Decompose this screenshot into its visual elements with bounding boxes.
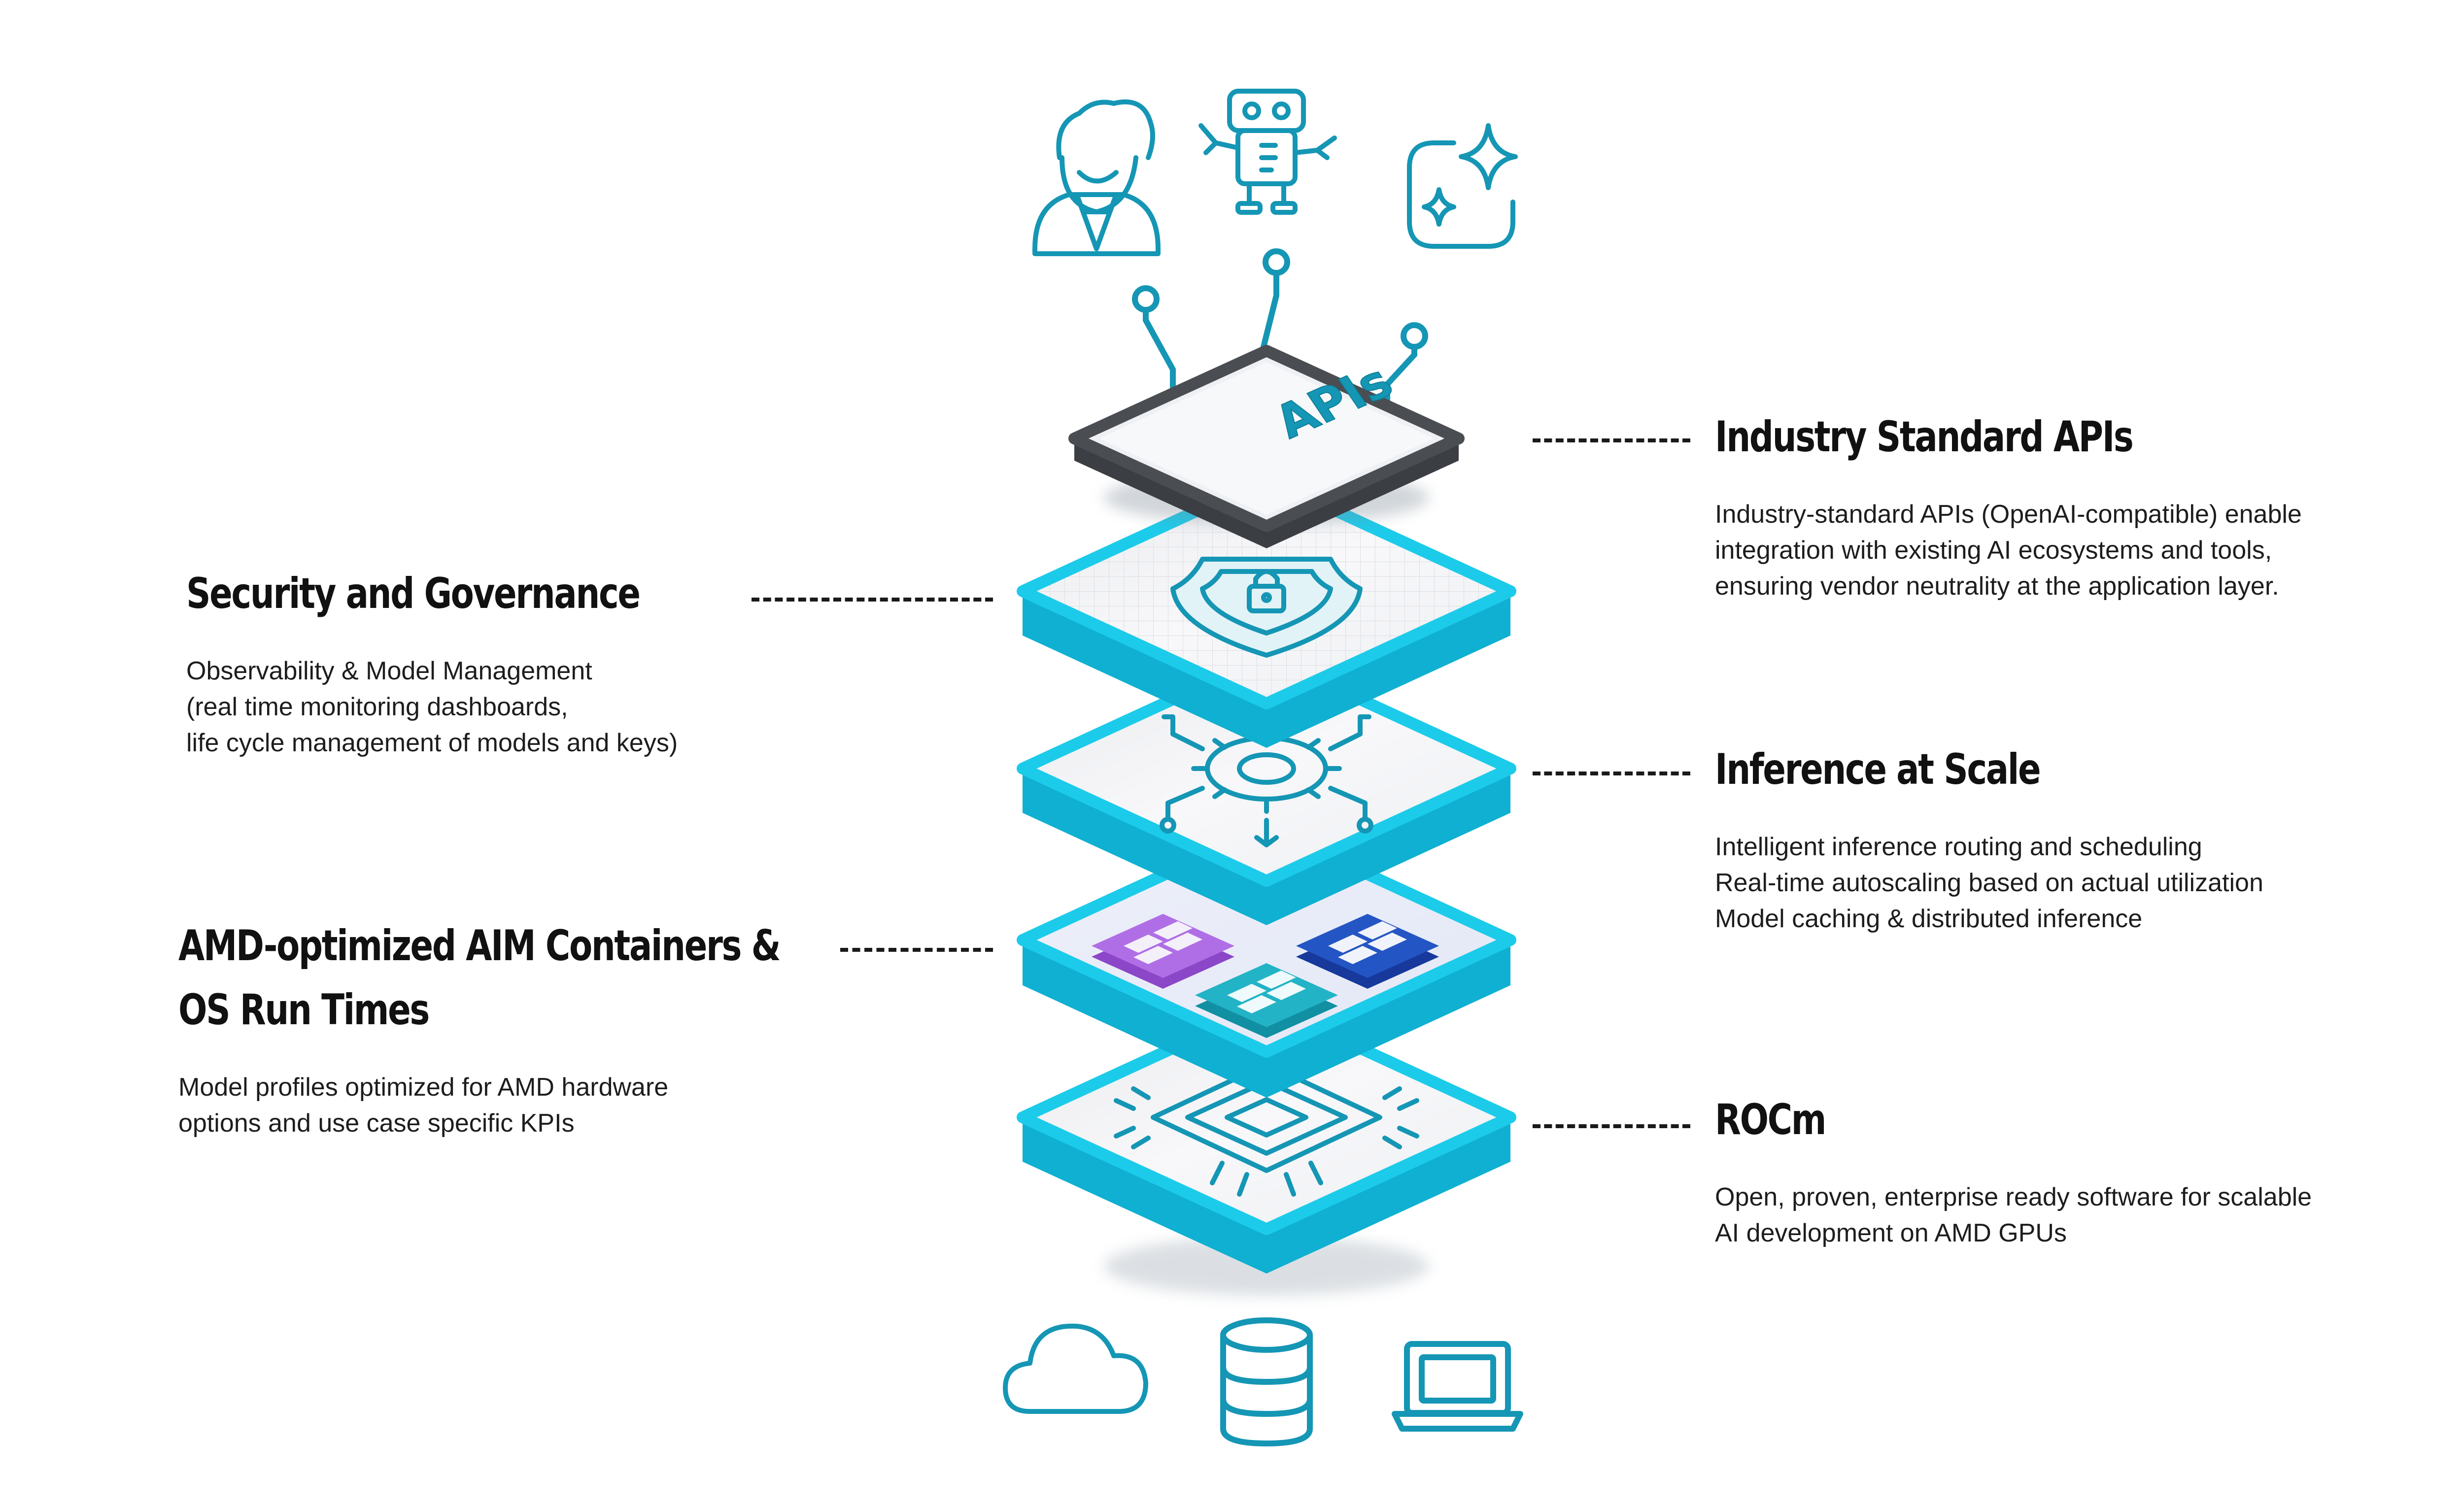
aim-title-line-2: OS Run Times bbox=[178, 985, 430, 1035]
rocm-title: ROCm bbox=[1715, 1095, 1826, 1144]
rocm-connector-line bbox=[1533, 1124, 1690, 1128]
rocm-line-1: Open, proven, enterprise ready software … bbox=[1715, 1183, 2312, 1211]
aim-line-1: Model profiles optimized for AMD hardwar… bbox=[178, 1073, 669, 1102]
security-line-3: life cycle management of models and keys… bbox=[186, 729, 678, 757]
inference-connector-line bbox=[1533, 771, 1690, 775]
inference-title: Inference at Scale bbox=[1715, 745, 2041, 794]
rocm-section: ROCm Open, proven, enterprise ready soft… bbox=[1715, 1088, 2312, 1251]
apis-line-2: integration with existing AI ecosystems … bbox=[1715, 536, 2272, 565]
database-icon bbox=[1220, 1317, 1313, 1446]
layer-security bbox=[1017, 473, 1516, 748]
robot-icon bbox=[1198, 89, 1337, 215]
sparkle-app-icon bbox=[1407, 123, 1518, 249]
layer-apis: APIs bbox=[1068, 345, 1465, 548]
inference-line-2: Real-time autoscaling based on actual ut… bbox=[1715, 869, 2263, 897]
aim-title-line-1: AMD-optimized AIM Containers & bbox=[178, 921, 781, 971]
apis-line-1: Industry-standard APIs (OpenAI-compatibl… bbox=[1715, 500, 2302, 529]
person-icon bbox=[1032, 99, 1161, 256]
inference-section: Inference at Scale Intelligent inference… bbox=[1715, 737, 2263, 937]
layer-aim bbox=[1017, 822, 1516, 1098]
inference-line-1: Intelligent inference routing and schedu… bbox=[1715, 833, 2202, 861]
laptop-icon bbox=[1392, 1341, 1523, 1432]
security-section: Security and Governance Observability & … bbox=[186, 562, 753, 761]
aim-connector-line bbox=[840, 948, 993, 952]
aim-line-2: options and use case specific KPIs bbox=[178, 1109, 575, 1138]
rocm-line-2: AI development on AMD GPUs bbox=[1715, 1219, 2067, 1247]
apis-line-3: ensuring vendor neutrality at the applic… bbox=[1715, 572, 2279, 601]
security-title: Security and Governance bbox=[186, 569, 641, 618]
security-connector-line bbox=[752, 598, 993, 602]
shield-lock-icon bbox=[1170, 557, 1363, 658]
apis-section: Industry Standard APIs Industry-standard… bbox=[1715, 405, 2302, 604]
container-tiles-icon bbox=[1092, 914, 1439, 1038]
aim-section: AMD-optimized AIM Containers & OS Run Ti… bbox=[178, 914, 930, 1141]
apis-title: Industry Standard APIs bbox=[1715, 412, 2134, 462]
security-line-2: (real time monitoring dashboards, bbox=[186, 693, 568, 721]
apis-connector-line bbox=[1533, 438, 1690, 442]
inference-line-3: Model caching & distributed inference bbox=[1715, 905, 2143, 933]
security-line-1: Observability & Model Management bbox=[186, 657, 592, 685]
layer-inference bbox=[1017, 650, 1516, 925]
cloud-icon bbox=[1003, 1323, 1148, 1414]
